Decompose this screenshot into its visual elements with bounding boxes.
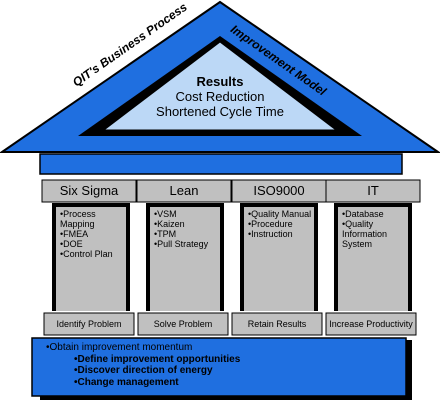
pillar-title-it: IT [367, 183, 379, 198]
results-line: Cost Reduction [175, 89, 265, 104]
pillar-base-1 [43, 312, 135, 336]
pillar-items-lean: •VSM •Kaizen •TPM •Pull Strategy [152, 209, 220, 309]
pillar-item: •TPM [154, 229, 177, 239]
pillar-title-six-sigma: Six Sigma [59, 183, 119, 198]
pillar-title-iso9000: ISO9000 [253, 183, 305, 198]
pillar-footer-six-sigma: Identify Problem [56, 319, 122, 329]
foundation-item: •Discover direction of energy [74, 365, 213, 376]
pillar-cap-2 [136, 179, 232, 203]
pillar-items-iso9000: •Quality Manual •Procedure •Instruction [246, 209, 314, 309]
pillar-base-3 [231, 312, 323, 336]
pillar-item: •Kaizen [154, 219, 185, 229]
top-beam [39, 153, 403, 175]
pillar-item: •Database [342, 209, 384, 219]
pillar-shaft-1 [56, 207, 126, 311]
pillar-item: •Control Plan [60, 249, 113, 259]
pillar-items-six-sigma: •Process Mapping •FMEA •DOE •Control Pla… [58, 209, 126, 309]
pillar-shaft-4 [338, 207, 408, 311]
pillar-cap-4 [325, 179, 421, 203]
pillar-items-it: •Database •Quality Information System [340, 209, 408, 309]
foundation [31, 337, 407, 397]
foundation-text: •Obtain improvement momentum •Define imp… [40, 342, 400, 388]
pillar-item: •Procedure [248, 219, 293, 229]
pillar-item: •DOE [60, 239, 83, 249]
pillar-item: •Quality Manual [248, 209, 312, 219]
pillar-footer-lean: Solve Problem [153, 319, 213, 329]
pillar-base-4 [325, 312, 417, 336]
results-triangle [102, 41, 338, 131]
results-title: Results [196, 74, 244, 89]
pillar-shaft-3 [244, 207, 314, 311]
pillar-title-lean: Lean [169, 183, 199, 198]
results-line: Shortened Cycle Time [156, 104, 284, 119]
pillar-shaft-2 [150, 207, 220, 311]
pillar-base-2 [137, 312, 229, 336]
foundation-lead: •Obtain improvement momentum [46, 342, 193, 353]
results-block: Results Cost Reduction Shortened Cycle T… [130, 74, 310, 119]
foundation-item: •Define improvement opportunities [74, 353, 241, 365]
pillar-cap-1 [41, 179, 137, 203]
pillar-footer-iso9000: Retain Results [247, 319, 307, 329]
pillar-item: •Pull Strategy [154, 239, 209, 249]
pillar-item: •Instruction [248, 229, 293, 239]
pillar-item: •VSM [154, 209, 177, 219]
pillar-item: •Process Mapping [60, 209, 96, 229]
pillar-item: •FMEA [60, 229, 89, 239]
foundation-item: •Change management [74, 376, 179, 388]
pillar-footer-it: Increase Productivity [329, 319, 413, 329]
pillar-item: •Quality Information System [342, 219, 388, 249]
